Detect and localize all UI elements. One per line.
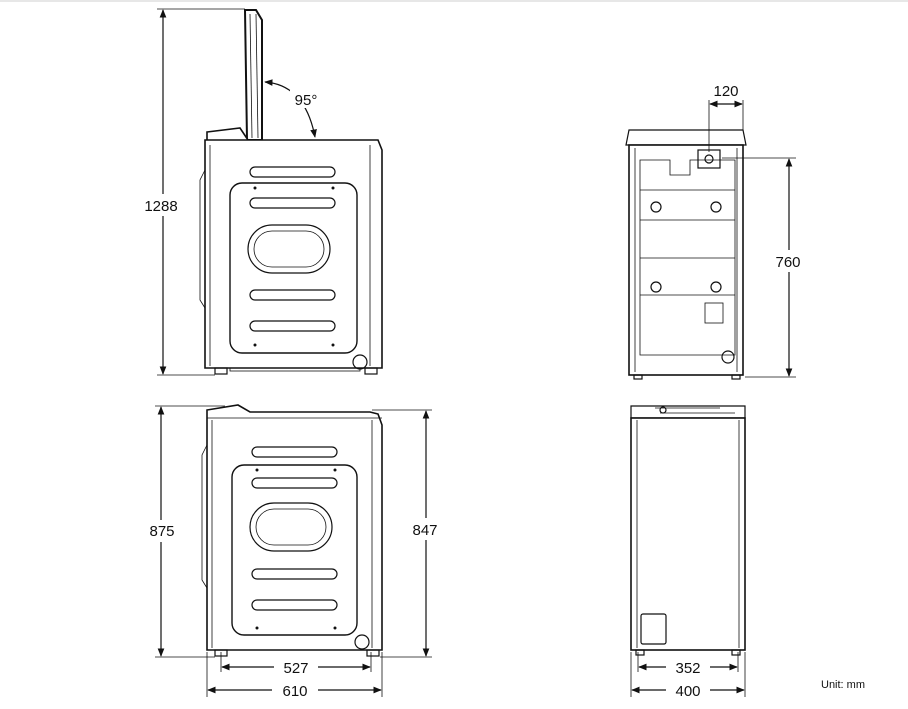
foot [731, 649, 741, 656]
dim-label-bg [666, 657, 710, 677]
lid-edge [249, 13, 253, 139]
dim-label-bg [138, 194, 186, 216]
drain-cap [352, 354, 368, 370]
dim-label-400: 400 [675, 683, 700, 700]
dim-label-bg [406, 518, 448, 540]
screw [331, 186, 335, 190]
vent-slot [251, 477, 338, 489]
side-view-lid-closed: 875 847 527 [140, 404, 448, 700]
dim-label-352: 352 [675, 660, 700, 677]
drain-cap [354, 634, 370, 650]
angle-label-bg [290, 90, 324, 108]
front-view: 352 400 [630, 405, 746, 700]
open-lid [243, 9, 263, 141]
bolt-hole [650, 201, 662, 213]
screw [255, 468, 259, 472]
back-body [628, 144, 744, 376]
oval-inner [253, 230, 325, 268]
dim-label-760: 760 [775, 254, 800, 271]
vent-slot [249, 320, 336, 332]
front-bulge [199, 169, 206, 309]
screw [333, 626, 337, 630]
bolt-hole [650, 281, 662, 293]
vent-slot [249, 197, 336, 209]
foot [214, 367, 228, 375]
screw [255, 626, 259, 630]
dim-label-120: 120 [713, 83, 738, 100]
label-plate [704, 302, 724, 324]
oval-inner [255, 508, 327, 546]
filter-door [640, 613, 667, 645]
side-view-lid-open: 1288 95° [138, 8, 383, 376]
bolt-hole [710, 201, 722, 213]
unit-label: Unit: mm [821, 679, 865, 691]
foot [633, 374, 643, 380]
screw [253, 186, 257, 190]
lid-edge [255, 13, 259, 139]
dim-label-bg [272, 680, 318, 700]
foot [364, 367, 378, 375]
vent-slot [249, 289, 336, 301]
top-detail [655, 407, 735, 414]
screw [331, 343, 335, 347]
vent-slot [251, 446, 338, 458]
bolt-hole [710, 281, 722, 293]
knob [659, 406, 667, 414]
vent-slot [249, 166, 336, 178]
vent-slot [251, 599, 338, 611]
angle-label: 95° [295, 92, 318, 109]
dim-label-847: 847 [412, 522, 437, 539]
front-body [630, 417, 746, 651]
foot [366, 649, 380, 657]
screw [253, 343, 257, 347]
oval-window [249, 502, 333, 552]
inner-frame [639, 159, 736, 356]
oval-window [247, 224, 331, 274]
dim-label-1288: 1288 [144, 198, 177, 215]
dim-label-bg [770, 250, 808, 272]
inlet-valve [704, 154, 714, 164]
back-view: 120 760 [625, 83, 808, 380]
dim-label-527: 527 [283, 660, 308, 677]
vent-slot [251, 568, 338, 580]
front-bulge [201, 444, 208, 589]
dim-label-bg [666, 680, 710, 700]
screw [333, 468, 337, 472]
dim-label-610: 610 [282, 683, 307, 700]
foot [731, 374, 741, 380]
drain-outlet [721, 350, 735, 364]
dim-label-875: 875 [149, 523, 174, 540]
dim-label-bg [140, 520, 184, 542]
back-top [625, 129, 747, 146]
dim-label-bg [274, 657, 318, 677]
foot [635, 649, 645, 656]
